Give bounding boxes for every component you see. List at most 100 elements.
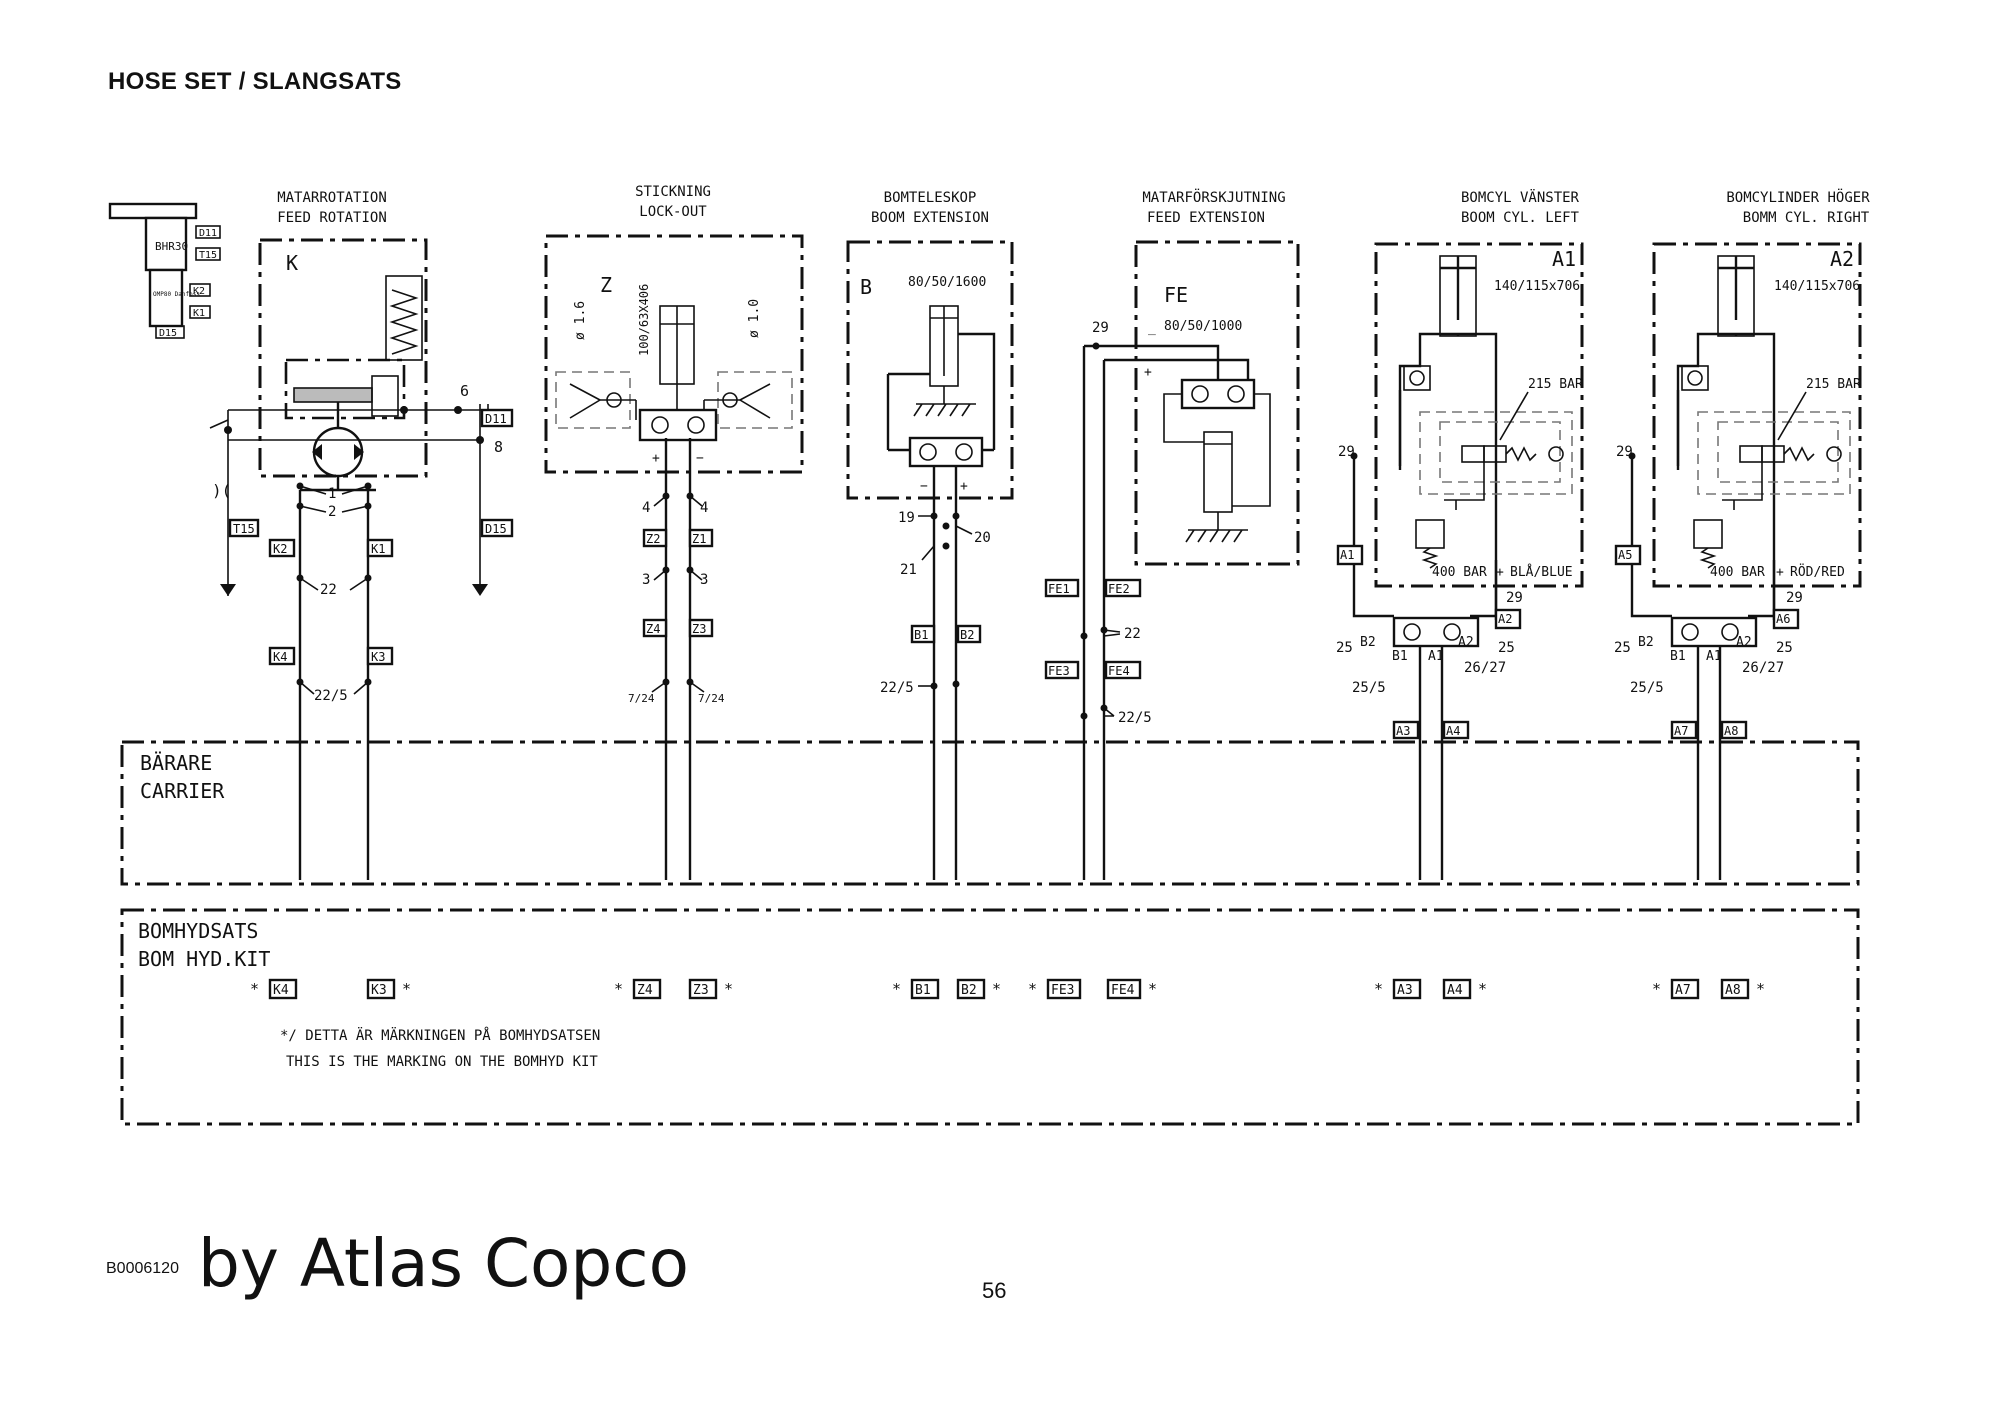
kit-marker-box (632, 978, 662, 1000)
hose-tag: K3 (371, 650, 385, 664)
callout: 20 (974, 530, 991, 546)
section-title-sv: BOMCYLINDER HÖGER (1726, 188, 1870, 206)
legend-block-subname: OMP80 Danfoss (153, 291, 200, 298)
legend-tag: T15 (199, 250, 217, 261)
hose-tag: A8 (1724, 724, 1738, 738)
kit-marker-box (956, 978, 986, 1000)
section-code: FE (1164, 283, 1188, 307)
hose-tag: FE1 (1048, 582, 1070, 596)
callout: 4 (700, 500, 708, 516)
section-title-en: BOOM CYL. LEFT (1461, 210, 1580, 226)
kit-marker-label: Z4 (637, 983, 653, 998)
port-label: A2 (1736, 635, 1752, 650)
callout: 6 (460, 382, 469, 400)
footnote-line: THIS IS THE MARKING ON THE BOMHYD KIT (286, 1054, 598, 1070)
callout: 25 (1614, 640, 1631, 656)
section-code: A2 (1830, 247, 1854, 271)
kit-marker-box (910, 978, 940, 1000)
kit-marker-box (1442, 978, 1472, 1000)
kit-marker-asterisk: * (1478, 980, 1487, 998)
kit-marker-asterisk: * (724, 980, 733, 998)
kit-marker-box (1720, 978, 1750, 1000)
hose-tag: D15 (485, 522, 507, 536)
hose-tag: Z1 (692, 532, 706, 546)
callout: 29 (1786, 590, 1803, 606)
hose-tag: A4 (1446, 724, 1460, 738)
hose-tag: B2 (960, 628, 974, 642)
zone-label: CARRIER (140, 779, 225, 803)
kit-marker-asterisk: * (1028, 980, 1037, 998)
kit-marker-label: FE4 (1111, 983, 1135, 998)
callout: 22/5 (314, 688, 348, 704)
color-label: BLÅ/BLUE (1510, 564, 1573, 580)
kit-marker-box (688, 978, 718, 1000)
callout: 1 (328, 486, 336, 502)
footnote-line: */ DETTA ÄR MÄRKNINGEN PÅ BOMHYDSATSEN (280, 1026, 600, 1044)
section-title-sv: BOMTELESKOP (884, 190, 977, 206)
kit-marker-asterisk: * (992, 980, 1001, 998)
port-label: B2 (1360, 635, 1376, 650)
component-spec: 80/50/1600 (908, 275, 986, 290)
section-title-en: LOCK-OUT (639, 204, 707, 220)
callout: 4 (642, 500, 650, 516)
legend-tag: K1 (193, 308, 205, 319)
boom-extension-section: B 80/50/1600 − + 19 20 21 B1 B2 22/5 (846, 240, 1014, 880)
zone-label: BÄRARE (140, 751, 212, 775)
hose-tag: K4 (273, 650, 287, 664)
kit-marker-label: Z3 (693, 983, 709, 998)
hose-tag: Z3 (692, 622, 706, 636)
hose-tag: D11 (485, 412, 507, 426)
callout: 29 (1506, 590, 1523, 606)
kit-marker-box (1046, 978, 1082, 1000)
lock-out-section: Z 100/63X406 ø 1.6 ø 1.0 + − 4 4 Z2 Z1 3 (544, 234, 804, 880)
relief-setting: 215 BAR (1806, 377, 1861, 392)
callout: 3 (642, 572, 650, 588)
color-label: RÖD/RED (1790, 563, 1845, 580)
feed-rotation-section: K 6 8 )( 1 2 T15 K2 (209, 238, 514, 880)
kit-marker-asterisk: * (892, 980, 901, 998)
kit-marker-label: A4 (1447, 983, 1463, 998)
page-title: HOSE SET / SLANGSATS (108, 68, 402, 95)
callout: 29 (1092, 320, 1109, 336)
callout: 25/5 (1352, 680, 1386, 696)
kit-marker-row: K4*K3*Z4*Z3*B1*B2*FE3*FE4*A3*A4*A7*A8* (250, 978, 1765, 1000)
kit-marker-label: A8 (1725, 983, 1741, 998)
hose-tag: A2 (1498, 612, 1512, 626)
hose-tag: FE4 (1108, 664, 1130, 678)
hose-tag: A7 (1674, 724, 1688, 738)
hose-tag: A1 (1340, 548, 1354, 562)
kit-marker-label: B2 (961, 983, 977, 998)
section-title-sv: BOMCYL VÄNSTER (1461, 188, 1580, 206)
relief-setting: 400 BAR (1710, 565, 1765, 580)
hose-tag: Z4 (646, 622, 660, 636)
port-label: B1 (1392, 649, 1408, 664)
kit-marker-label: K3 (371, 983, 387, 998)
callout: 19 (898, 510, 915, 526)
port-label: A1 (1428, 649, 1444, 664)
relief-setting: 400 BAR (1432, 565, 1487, 580)
callout: 3 (700, 572, 708, 588)
callout: 26/27 (1742, 660, 1784, 676)
hose-tag: FE3 (1048, 664, 1070, 678)
kit-marker-label: FE3 (1051, 983, 1074, 998)
boom-cyl-right-section: A2 140/115x706 215 BAR 400 BAR + RÖD/RED… (1614, 242, 1862, 880)
hose-tag: A6 (1776, 612, 1790, 626)
kit-marker-asterisk: * (1374, 980, 1383, 998)
port-label: A2 (1458, 635, 1474, 650)
callout: 22 (1124, 626, 1141, 642)
port-label: B1 (1670, 649, 1686, 664)
section-title-en: FEED EXTENSION (1147, 210, 1265, 226)
callout: 2 (328, 504, 336, 520)
callout: 21 (900, 562, 917, 578)
hose-tag: B1 (914, 628, 928, 642)
callout: 25/5 (1630, 680, 1664, 696)
polarity: − (696, 451, 704, 466)
component-spec: 80/50/1000 (1164, 319, 1242, 334)
legend-tag: D15 (159, 328, 177, 339)
kit-marker-label: B1 (915, 983, 931, 998)
kit-marker-asterisk: * (402, 980, 411, 998)
polarity: + (1496, 565, 1504, 580)
kit-marker-label: A3 (1397, 983, 1413, 998)
